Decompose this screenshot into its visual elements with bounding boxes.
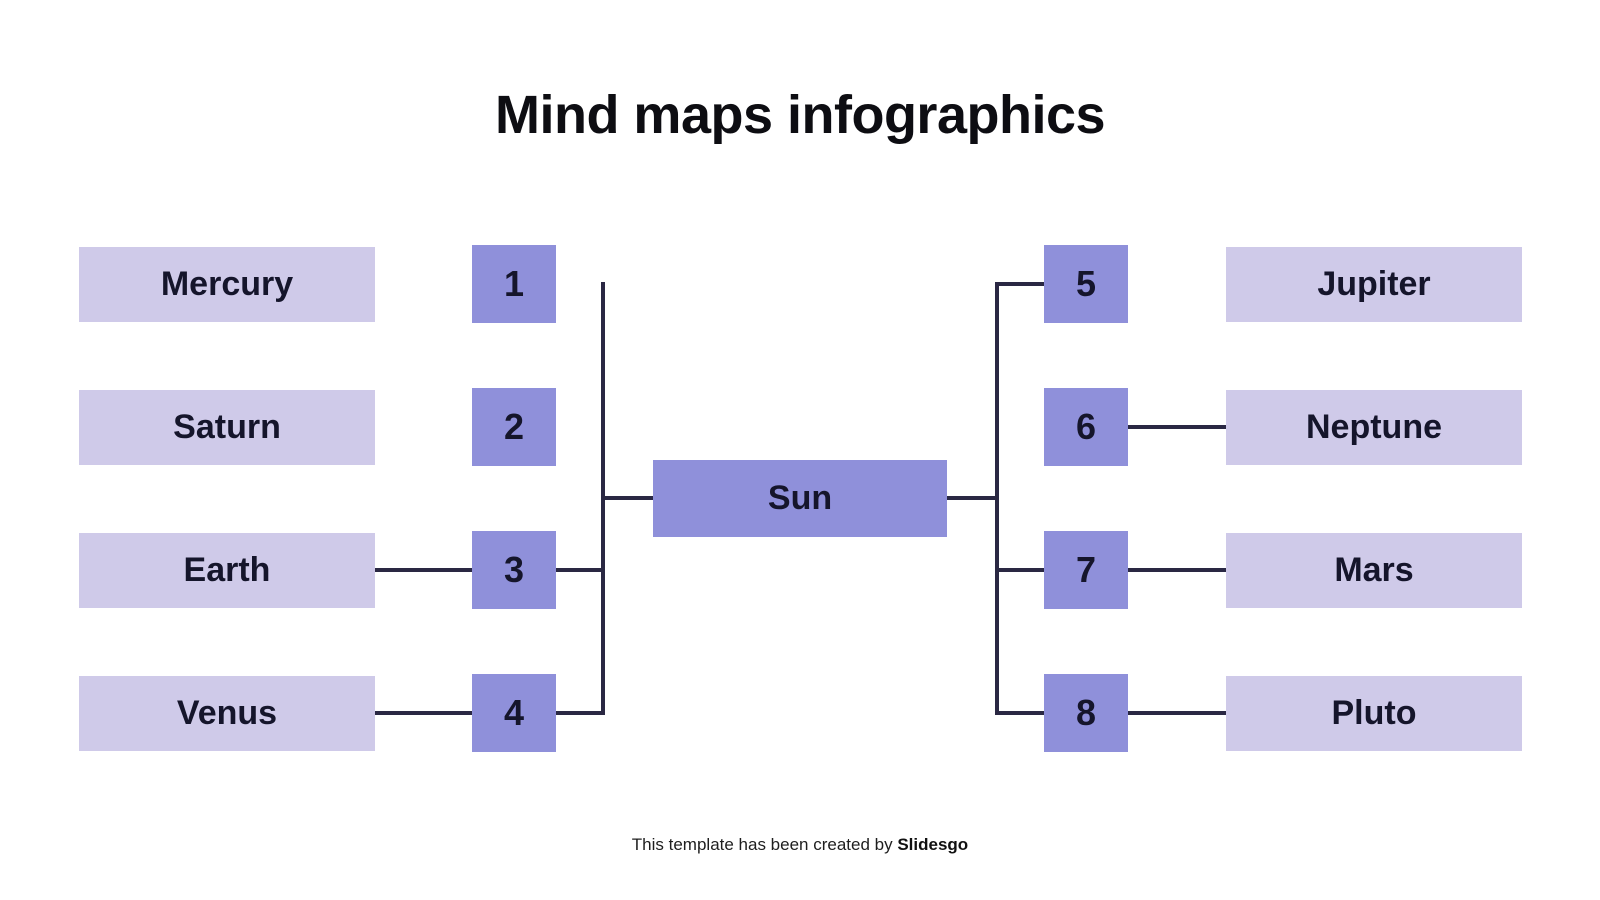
footer-credit: This template has been created by Slides… (0, 835, 1600, 855)
planet-node-mars: Mars (1226, 533, 1522, 608)
number-node-3: 3 (472, 531, 556, 609)
planet-node-earth: Earth (79, 533, 375, 608)
number-node-2: 2 (472, 388, 556, 466)
planet-node-mercury: Mercury (79, 247, 375, 322)
connector-line (375, 711, 472, 715)
number-node-8: 8 (1044, 674, 1128, 752)
brand-name: Slidesgo (897, 835, 969, 854)
number-node-5: 5 (1044, 245, 1128, 323)
connector-line (1128, 711, 1226, 715)
footer-credit-text: This template has been created by (631, 835, 893, 854)
planet-node-jupiter: Jupiter (1226, 247, 1522, 322)
connector-line (995, 711, 1044, 715)
number-node-6: 6 (1044, 388, 1128, 466)
right-bracket-line (995, 282, 999, 715)
number-node-7: 7 (1044, 531, 1128, 609)
connector-line (375, 568, 472, 572)
planet-node-neptune: Neptune (1226, 390, 1522, 465)
connector-line (556, 568, 605, 572)
connector-line (1128, 425, 1226, 429)
page-title: Mind maps infographics (494, 85, 1106, 145)
connector-line (995, 282, 1044, 286)
number-node-1: 1 (472, 245, 556, 323)
number-node-4: 4 (472, 674, 556, 752)
sun-node: Sun (653, 460, 947, 537)
planet-node-pluto: Pluto (1226, 676, 1522, 751)
planet-node-saturn: Saturn (79, 390, 375, 465)
connector-line (603, 496, 653, 500)
connector-line (947, 496, 997, 500)
connector-line (1128, 568, 1226, 572)
connector-line (995, 568, 1044, 572)
connector-line (556, 711, 605, 715)
planet-node-venus: Venus (79, 676, 375, 751)
